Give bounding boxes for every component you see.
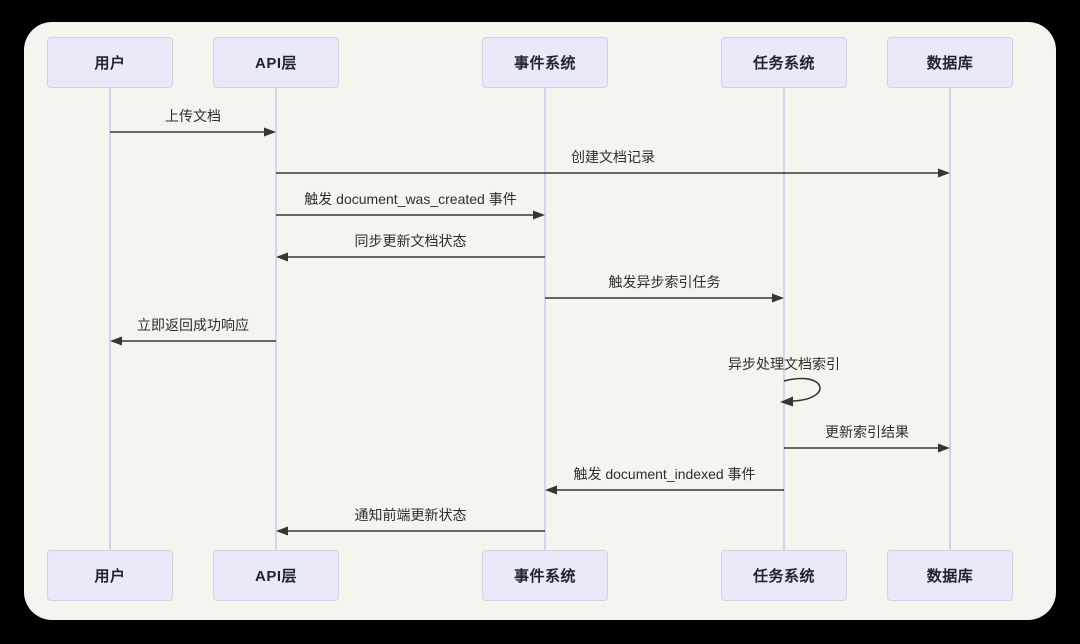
message-label-2: 触发 document_was_created 事件 [304, 191, 517, 207]
actor-box-db-top: 数据库 [887, 37, 1013, 88]
message-label-0: 上传文档 [165, 108, 221, 124]
message-label-1: 创建文档记录 [571, 149, 655, 165]
actor-box-db-bottom: 数据库 [887, 550, 1013, 601]
message-label-9: 通知前端更新状态 [354, 507, 467, 523]
actor-box-user-top: 用户 [47, 37, 173, 88]
actor-box-api-top: API层 [213, 37, 339, 88]
diagram-canvas [24, 22, 1056, 620]
message-label-6: 异步处理文档索引 [728, 356, 840, 372]
actor-box-user-bottom: 用户 [47, 550, 173, 601]
actor-box-task-bottom: 任务系统 [721, 550, 847, 601]
actor-box-task-top: 任务系统 [721, 37, 847, 88]
message-label-7: 更新索引结果 [825, 424, 909, 440]
message-label-4: 触发异步索引任务 [608, 274, 721, 290]
message-label-8: 触发 document_indexed 事件 [573, 466, 756, 482]
actor-box-event-bottom: 事件系统 [482, 550, 608, 601]
actor-box-api-bottom: API层 [213, 550, 339, 601]
message-label-3: 同步更新文档状态 [354, 233, 467, 249]
actor-box-event-top: 事件系统 [482, 37, 608, 88]
message-label-5: 立即返回成功响应 [137, 317, 249, 333]
